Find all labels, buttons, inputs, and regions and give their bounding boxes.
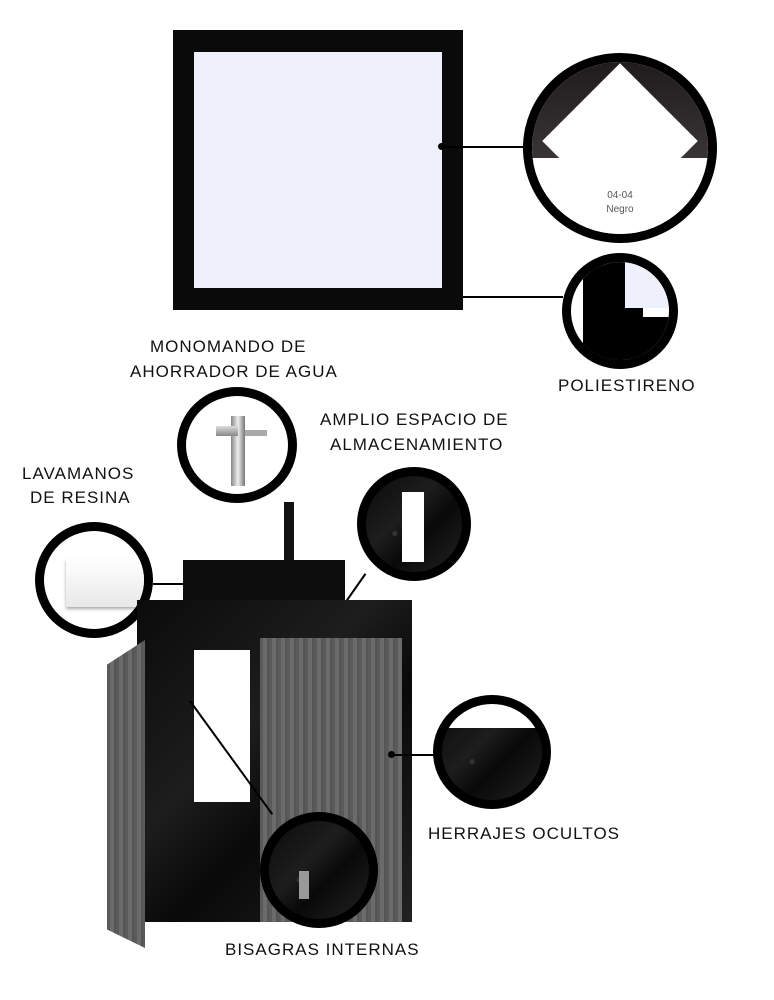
- hardware-circle: [433, 695, 551, 809]
- label-storage-1: AMPLIO ESPACIO DE: [320, 410, 509, 429]
- storage-opening: [402, 492, 424, 562]
- hinges-circle: [260, 812, 378, 928]
- callout-line: [463, 296, 563, 298]
- label-sink-1: LAVAMANOS: [22, 464, 135, 483]
- sink-circle: [35, 522, 153, 638]
- faucet-lever: [216, 426, 238, 436]
- callout-line: [442, 146, 528, 148]
- label-faucet-1: MONOMANDO DE: [150, 337, 307, 356]
- swatch-name: Negro: [606, 204, 634, 215]
- vessel-sink: [183, 560, 345, 604]
- label-frame-material: POLIESTIRENO: [558, 376, 696, 395]
- storage-circle: [357, 467, 471, 581]
- hinge: [299, 871, 309, 899]
- color-swatch-circle: 04-04 Negro: [523, 53, 717, 243]
- left-door: [107, 640, 145, 948]
- profile-glass: [625, 262, 669, 308]
- cabinet-opening: [194, 650, 250, 802]
- label-faucet-2: AHORRADOR DE AGUA: [130, 362, 338, 381]
- callout-line: [392, 754, 434, 756]
- profile-circle: [562, 253, 678, 369]
- callout-dot: [438, 143, 445, 150]
- faucet-spout: [245, 430, 267, 436]
- swatch-code: 04-04: [607, 190, 633, 201]
- profile-horizontal: [583, 317, 669, 360]
- mirror-glass: [194, 52, 442, 288]
- label-storage-2: ALMACENAMIENTO: [330, 435, 504, 454]
- swatch-label-area: [532, 158, 708, 234]
- resin-sink-sample: [66, 559, 144, 607]
- hardware-background: [442, 704, 542, 728]
- callout-line: [153, 583, 185, 585]
- faucet-circle: [177, 387, 297, 503]
- label-sink-2: DE RESINA: [30, 488, 131, 507]
- label-hardware: HERRAJES OCULTOS: [428, 824, 621, 843]
- callout-dot: [388, 751, 395, 758]
- label-hinges: BISAGRAS INTERNAS: [225, 940, 420, 959]
- faucet: [284, 502, 294, 562]
